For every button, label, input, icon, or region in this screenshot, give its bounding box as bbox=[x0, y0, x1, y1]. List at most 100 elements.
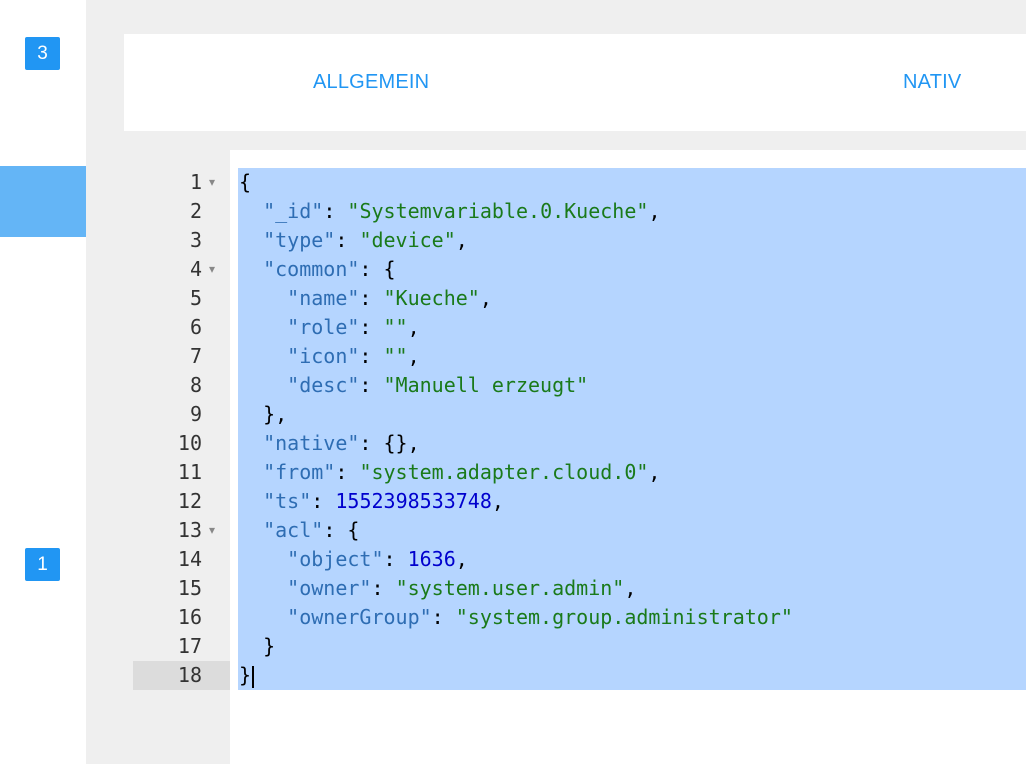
tab-nativ[interactable]: NATIV bbox=[903, 71, 962, 93]
json-punctuation bbox=[239, 518, 263, 542]
line-number-cell: 6 bbox=[133, 313, 230, 342]
code-line[interactable]: 3 "type": "device", bbox=[133, 226, 1026, 255]
json-string: "Manuell erzeugt" bbox=[383, 373, 589, 397]
line-number: 13 bbox=[177, 518, 202, 542]
code-line[interactable]: 17 } bbox=[133, 632, 1026, 661]
json-punctuation: : bbox=[371, 576, 396, 600]
json-punctuation: : bbox=[359, 286, 384, 310]
json-punctuation: : { bbox=[359, 257, 396, 281]
line-number: 4 bbox=[189, 257, 202, 281]
code-line[interactable]: 7 "icon": "", bbox=[133, 342, 1026, 371]
line-number-cell: 17 bbox=[133, 632, 230, 661]
json-string: "system.group.administrator" bbox=[455, 605, 793, 629]
json-key: "from" bbox=[263, 460, 336, 484]
code-line[interactable]: 9 }, bbox=[133, 400, 1026, 429]
line-number-cell: 11 bbox=[133, 458, 230, 487]
tab-bar: ALLGEMEIN NATIV bbox=[124, 34, 1026, 131]
json-punctuation: , bbox=[455, 228, 468, 252]
code-text: "acl": { bbox=[239, 516, 359, 545]
line-number-cell: 16 bbox=[133, 603, 230, 632]
code-line[interactable]: 12 "ts": 1552398533748, bbox=[133, 487, 1026, 516]
json-punctuation: }, bbox=[239, 402, 288, 426]
selected-row-highlight[interactable] bbox=[0, 166, 86, 237]
line-number: 5 bbox=[189, 286, 202, 310]
json-punctuation: : bbox=[431, 605, 456, 629]
count-badge: 1 bbox=[25, 548, 60, 581]
json-punctuation: : {}, bbox=[359, 431, 420, 455]
line-number-cell: 12 bbox=[133, 487, 230, 516]
line-number-cell: 3 bbox=[133, 226, 230, 255]
json-punctuation: , bbox=[648, 460, 661, 484]
code-line[interactable]: 11 "from": "system.adapter.cloud.0", bbox=[133, 458, 1026, 487]
line-number: 15 bbox=[177, 576, 202, 600]
json-key: "_id" bbox=[263, 199, 324, 223]
code-lines: 1▾{2 "_id": "Systemvariable.0.Kueche",3 … bbox=[133, 168, 1026, 690]
line-number-cell: 9 bbox=[133, 400, 230, 429]
line-number-cell: 15 bbox=[133, 574, 230, 603]
json-punctuation: , bbox=[455, 547, 468, 571]
json-string: "system.user.admin" bbox=[395, 576, 625, 600]
code-line[interactable]: 14 "object": 1636, bbox=[133, 545, 1026, 574]
line-number: 6 bbox=[189, 315, 202, 339]
fold-toggle-icon[interactable]: ▾ bbox=[209, 175, 216, 189]
line-number: 10 bbox=[177, 431, 202, 455]
json-key: "object" bbox=[287, 547, 384, 571]
line-number: 2 bbox=[189, 199, 202, 223]
code-text: "owner": "system.user.admin", bbox=[239, 574, 636, 603]
code-line[interactable]: 4▾ "common": { bbox=[133, 255, 1026, 284]
code-line[interactable]: 10 "native": {}, bbox=[133, 429, 1026, 458]
code-text: "desc": "Manuell erzeugt" bbox=[239, 371, 588, 400]
json-string: "" bbox=[383, 344, 408, 368]
code-line[interactable]: 6 "role": "", bbox=[133, 313, 1026, 342]
json-punctuation: : bbox=[323, 199, 348, 223]
json-punctuation bbox=[239, 228, 263, 252]
code-line[interactable]: 16 "ownerGroup": "system.group.administr… bbox=[133, 603, 1026, 632]
line-number: 18 bbox=[177, 663, 202, 687]
line-number-cell: 14 bbox=[133, 545, 230, 574]
code-line[interactable]: 5 "name": "Kueche", bbox=[133, 284, 1026, 313]
code-line[interactable]: 2 "_id": "Systemvariable.0.Kueche", bbox=[133, 197, 1026, 226]
fold-toggle-icon[interactable]: ▾ bbox=[209, 262, 216, 276]
json-key: "desc" bbox=[287, 373, 360, 397]
json-punctuation: , bbox=[407, 344, 420, 368]
json-punctuation bbox=[239, 576, 287, 600]
json-key: "acl" bbox=[263, 518, 324, 542]
json-string: "Systemvariable.0.Kueche" bbox=[347, 199, 649, 223]
line-number-cell: 1▾ bbox=[133, 168, 230, 197]
code-text: "object": 1636, bbox=[239, 545, 468, 574]
code-text: "_id": "Systemvariable.0.Kueche", bbox=[239, 197, 660, 226]
line-number-cell: 8 bbox=[133, 371, 230, 400]
json-punctuation: , bbox=[407, 315, 420, 339]
json-string: "Kueche" bbox=[383, 286, 480, 310]
json-punctuation: } bbox=[239, 634, 276, 658]
json-punctuation: : bbox=[335, 460, 360, 484]
json-number: 1552398533748 bbox=[335, 489, 492, 513]
json-key: "owner" bbox=[287, 576, 372, 600]
text-cursor bbox=[252, 665, 255, 688]
fold-toggle-icon[interactable]: ▾ bbox=[209, 523, 216, 537]
json-punctuation: : bbox=[383, 547, 408, 571]
json-punctuation bbox=[239, 257, 263, 281]
tab-allgemein[interactable]: ALLGEMEIN bbox=[313, 71, 430, 93]
text-selection bbox=[238, 168, 1026, 690]
code-line[interactable]: 13 ▾ "acl": { bbox=[133, 516, 1026, 545]
json-punctuation: : { bbox=[323, 518, 360, 542]
left-strip: 3 1 bbox=[0, 0, 86, 764]
json-key: "role" bbox=[287, 315, 360, 339]
json-punctuation: { bbox=[239, 170, 252, 194]
code-text: }, bbox=[239, 400, 287, 429]
json-editor[interactable]: 1▾{2 "_id": "Systemvariable.0.Kueche",3 … bbox=[133, 150, 1026, 764]
json-punctuation bbox=[239, 199, 263, 223]
code-line[interactable]: 15 "owner": "system.user.admin", bbox=[133, 574, 1026, 603]
json-string: "" bbox=[383, 315, 408, 339]
line-number-cell: 10 bbox=[133, 429, 230, 458]
code-text: { bbox=[239, 168, 251, 197]
json-punctuation bbox=[239, 431, 263, 455]
json-punctuation: : bbox=[359, 315, 384, 339]
code-line[interactable]: 8 "desc": "Manuell erzeugt" bbox=[133, 371, 1026, 400]
code-line[interactable]: 1▾ { bbox=[133, 168, 1026, 197]
code-line[interactable]: 18} bbox=[133, 661, 1026, 690]
json-key: "native" bbox=[263, 431, 360, 455]
json-key: "name" bbox=[287, 286, 360, 310]
json-punctuation bbox=[239, 547, 287, 571]
